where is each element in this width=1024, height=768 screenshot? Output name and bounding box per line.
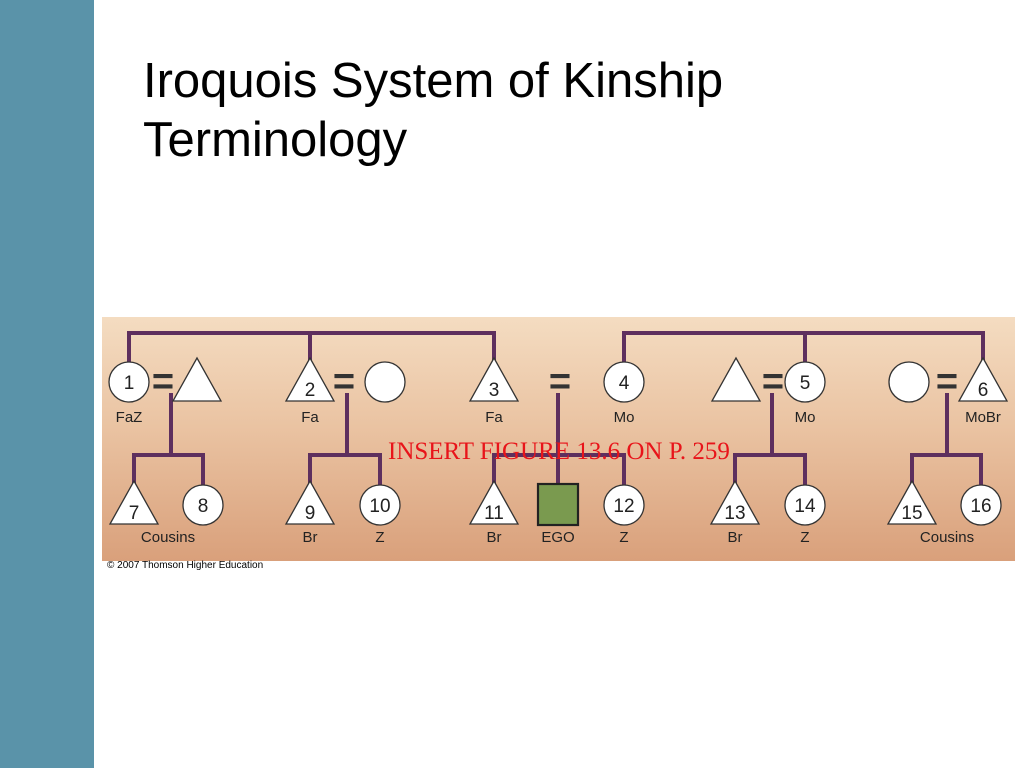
parent-term-label: Fa bbox=[485, 409, 503, 426]
child-14-circle-symbol bbox=[784, 484, 826, 526]
marriage-sign: = bbox=[549, 361, 571, 403]
parent-4-circle-symbol bbox=[603, 361, 645, 403]
child-16-circle-symbol-number: 16 bbox=[970, 496, 991, 517]
child-10-circle-symbol bbox=[359, 484, 401, 526]
marriage-sign: = bbox=[152, 361, 174, 403]
insert-figure-note: INSERT FIGURE 13.6 ON P. 259 bbox=[388, 438, 730, 465]
parent-1-circle-symbol bbox=[108, 361, 150, 403]
parent-term-label: MoBr bbox=[965, 409, 1001, 426]
child-11-triangle-symbol-number: 11 bbox=[484, 503, 504, 524]
child-12-circle-symbol-number: 12 bbox=[613, 496, 634, 517]
parent-term-label: FaZ bbox=[116, 409, 143, 426]
child-8-circle-symbol bbox=[182, 484, 224, 526]
child-ego-square-symbol bbox=[536, 482, 580, 527]
parent-term-label: Mo bbox=[795, 409, 816, 426]
child-9-triangle-symbol-number: 9 bbox=[305, 503, 316, 524]
parent-2-triangle-symbol-number: 2 bbox=[305, 380, 316, 401]
parent-spouse-circle-symbol bbox=[888, 361, 930, 403]
parent-6-triangle-symbol bbox=[957, 356, 1009, 402]
child-15-triangle-symbol bbox=[886, 479, 938, 525]
child-7-triangle-symbol bbox=[108, 479, 160, 525]
marriage-sign: = bbox=[333, 361, 355, 403]
parent-1-circle-symbol-number: 1 bbox=[124, 373, 135, 394]
diagram-lines bbox=[127, 331, 985, 485]
cousins-label: Cousins bbox=[141, 529, 195, 546]
parent-spouse-triangle-symbol bbox=[710, 356, 762, 402]
marriage-sign: = bbox=[762, 361, 784, 403]
cousins-label: Cousins bbox=[920, 529, 974, 546]
parent-spouse-circle-symbol bbox=[364, 361, 406, 403]
sidebar-accent bbox=[0, 0, 94, 768]
child-11-triangle-symbol bbox=[468, 479, 520, 525]
child-term-label: Z bbox=[375, 529, 384, 546]
diagram-symbols bbox=[108, 356, 1009, 527]
child-16-circle-symbol bbox=[960, 484, 1002, 526]
child-15-triangle-symbol-number: 15 bbox=[901, 503, 922, 524]
parent-6-triangle-symbol-number: 6 bbox=[978, 380, 989, 401]
slide-title: Iroquois System of Kinship Terminology bbox=[143, 52, 963, 170]
parent-5-circle-symbol bbox=[784, 361, 826, 403]
slide-title-line-2: Terminology bbox=[143, 113, 408, 167]
slide-title-line-1: Iroquois System of Kinship bbox=[143, 54, 724, 108]
child-13-triangle-symbol bbox=[709, 479, 761, 525]
parent-3-triangle-symbol bbox=[468, 356, 520, 402]
ego-label: EGO bbox=[541, 529, 574, 546]
parent-term-label: Mo bbox=[614, 409, 635, 426]
child-13-triangle-symbol-number: 13 bbox=[724, 503, 745, 524]
child-8-circle-symbol-number: 8 bbox=[198, 496, 209, 517]
marriage-sign: = bbox=[936, 361, 958, 403]
child-term-label: Br bbox=[303, 529, 318, 546]
parent-spouse-triangle-symbol bbox=[171, 356, 223, 402]
parent-term-label: Fa bbox=[301, 409, 319, 426]
child-term-label: Z bbox=[800, 529, 809, 546]
parent-3-triangle-symbol-number: 3 bbox=[489, 380, 500, 401]
parent-4-circle-symbol-number: 4 bbox=[619, 373, 630, 394]
child-7-triangle-symbol-number: 7 bbox=[129, 503, 140, 524]
child-9-triangle-symbol bbox=[284, 479, 336, 525]
child-10-circle-symbol-number: 10 bbox=[369, 496, 390, 517]
parent-5-circle-symbol-number: 5 bbox=[800, 373, 811, 394]
child-14-circle-symbol-number: 14 bbox=[794, 496, 816, 517]
parent-2-triangle-symbol bbox=[284, 356, 336, 402]
copyright-credit: © 2007 Thomson Higher Education bbox=[107, 560, 264, 571]
child-term-label: Br bbox=[487, 529, 502, 546]
child-term-label: Br bbox=[728, 529, 743, 546]
child-term-label: Z bbox=[619, 529, 628, 546]
child-12-circle-symbol bbox=[603, 484, 645, 526]
